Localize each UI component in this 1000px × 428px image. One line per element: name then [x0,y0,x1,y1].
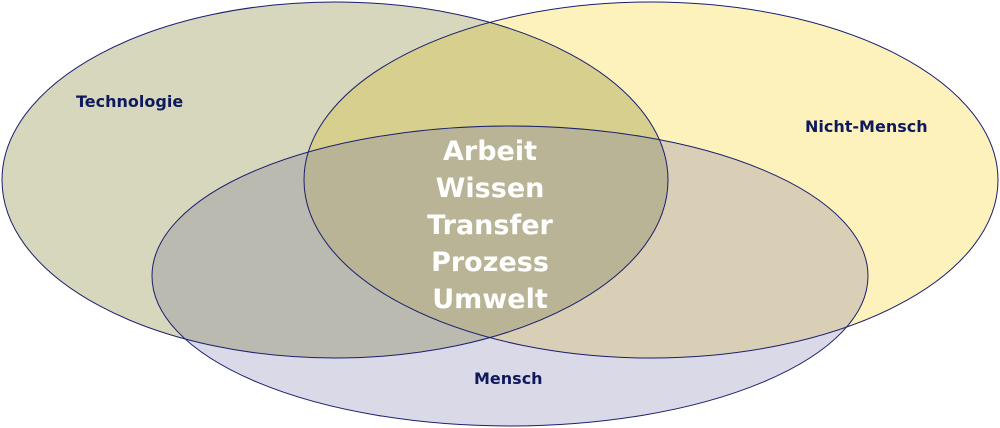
center-item: Arbeit [442,136,537,167]
center-items: Arbeit Wissen Transfer Prozess Umwelt [390,133,590,318]
label-mensch: Mensch [474,369,543,388]
center-item: Transfer [427,210,553,241]
center-item: Wissen [435,173,545,204]
center-item: Umwelt [432,284,548,315]
center-item: Prozess [431,247,549,278]
label-nicht-mensch: Nicht-Mensch [805,117,928,136]
label-technologie: Technologie [76,92,184,111]
